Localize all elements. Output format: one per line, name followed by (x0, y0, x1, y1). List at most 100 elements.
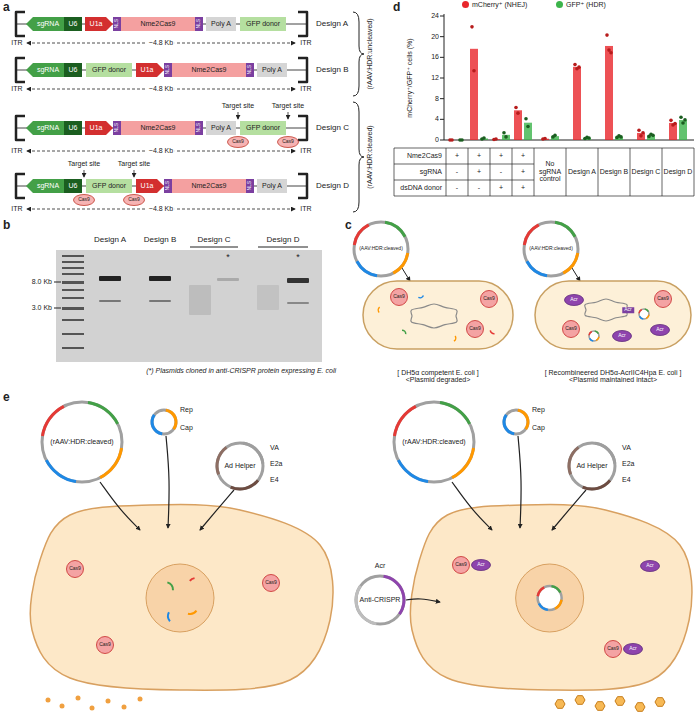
gene-box: Nme2Cas9 (121, 121, 195, 135)
acr-protein: Acr (623, 643, 643, 655)
tick-label: 16 (431, 53, 439, 61)
gel-band (149, 300, 171, 302)
data-dot (587, 136, 591, 140)
blob-fill (655, 291, 672, 308)
ecoli-cell: [ DH5α competent E. coli ]<Plasmid degra… (362, 280, 514, 384)
node-text: NLS (247, 65, 253, 75)
table-cell: + (455, 152, 459, 160)
blob-fill (263, 575, 280, 592)
row-label: sgRNA (420, 168, 442, 176)
degraded-dot (106, 699, 111, 704)
box-fill (164, 63, 172, 77)
node-text: Nme2Cas9 (191, 182, 226, 190)
target-arrow (84, 170, 85, 177)
data-dot (637, 128, 641, 132)
plasmid-circle: (AAV:HDR:cleaved) (522, 220, 580, 278)
lane-label: Design D (267, 236, 300, 245)
dna-fragment (490, 330, 495, 334)
lane-label: Design B (144, 236, 176, 245)
node-text: Poly A (262, 66, 282, 74)
plasmid-segment (41, 405, 65, 436)
plasmid-segment (451, 448, 475, 479)
cas9-protein: Cas9 (654, 290, 672, 308)
ladder-band (62, 255, 84, 257)
node-text: NLS (114, 123, 120, 133)
table-rule (630, 148, 631, 196)
plasmid-segment (518, 409, 530, 430)
group-label: (rAAV:HDR:uncleaved) (366, 18, 374, 89)
gel-band (287, 278, 309, 283)
plasmid-segment (551, 585, 561, 593)
plasmid-segment (582, 479, 611, 490)
table-cell: - (456, 184, 458, 192)
data-dot (494, 137, 498, 141)
itr-bracket (298, 174, 307, 198)
data-dot (605, 33, 609, 37)
node-text: Cap (532, 424, 545, 432)
plasmid-segment (383, 575, 405, 615)
ecoli-cell: [ Recombineered DH5α-AcrIIC4Hpa E. coli … (534, 280, 692, 384)
plasmid-segment (99, 448, 123, 479)
node-text: Acr (656, 327, 664, 333)
data-dot (516, 111, 520, 115)
cell-outline (535, 281, 691, 349)
data-dot (450, 138, 454, 142)
table-cell: + (521, 168, 525, 176)
nls-box: NLS (164, 179, 172, 193)
box-fill (246, 179, 254, 193)
plasmid-segment (397, 459, 428, 483)
acr-protein: Acr (640, 560, 660, 572)
size-label: ~4.8 Kb (147, 39, 175, 47)
row-label: Nme2Cas9 (407, 152, 442, 160)
node-text: Rep (532, 406, 545, 414)
tick-label: 12 (431, 74, 439, 82)
plasmid-segment (595, 330, 600, 334)
aav-particle (635, 703, 645, 712)
ladder-band (62, 347, 84, 349)
itr-bracket (16, 116, 25, 140)
cas9-protein: Cas9 (562, 320, 580, 338)
node-text: U1a (141, 182, 154, 190)
data-dot (681, 121, 685, 125)
blob-fill (453, 557, 470, 574)
itr-label: ITR (300, 147, 311, 155)
node-text: NLS (165, 65, 171, 75)
ladder-band (62, 273, 84, 275)
chromosome (411, 304, 457, 328)
box-fill (113, 121, 121, 135)
box-fill (195, 17, 203, 31)
gel-band (99, 300, 121, 302)
target-arrow (134, 170, 135, 177)
table-cell: + (521, 184, 525, 192)
box-fill (172, 63, 246, 77)
plasmid-segment (354, 585, 376, 625)
node-text: sgRNA (37, 182, 59, 190)
itr-label: ITR (300, 85, 311, 93)
box-fill (121, 17, 195, 31)
plasmid-circle: (AAV:HDR:cleaved) (352, 220, 410, 278)
plasmid-segment (526, 261, 548, 278)
table-rule (694, 148, 695, 196)
node-text: NLS (114, 19, 120, 29)
panel-letter: d (393, 1, 400, 14)
bar (605, 46, 613, 140)
gene-box: Nme2Cas9 (172, 179, 246, 193)
plasmid-segment (567, 446, 579, 475)
node-text: Acr (352, 562, 408, 570)
entry-arrow (572, 268, 580, 281)
gel-image (56, 250, 322, 362)
gene-box: U6 (64, 179, 82, 193)
node-text: (AAV:HDR:cleaved) (529, 246, 573, 252)
marker-label: 3.0 Kb (32, 304, 52, 312)
acr-protein: Acr (612, 330, 632, 342)
node-text: U6 (69, 124, 78, 132)
itr-label: ITR (11, 85, 22, 93)
target-site-label: Target site (272, 102, 304, 110)
node-text: U6 (69, 20, 78, 28)
plasmid-segment (385, 221, 407, 238)
ladder-band (62, 261, 84, 263)
table-cell: + (477, 152, 481, 160)
size-label: ~4.8 Kb (147, 147, 175, 155)
plasmid-segment (230, 479, 259, 490)
plasmid-segment (356, 261, 378, 278)
